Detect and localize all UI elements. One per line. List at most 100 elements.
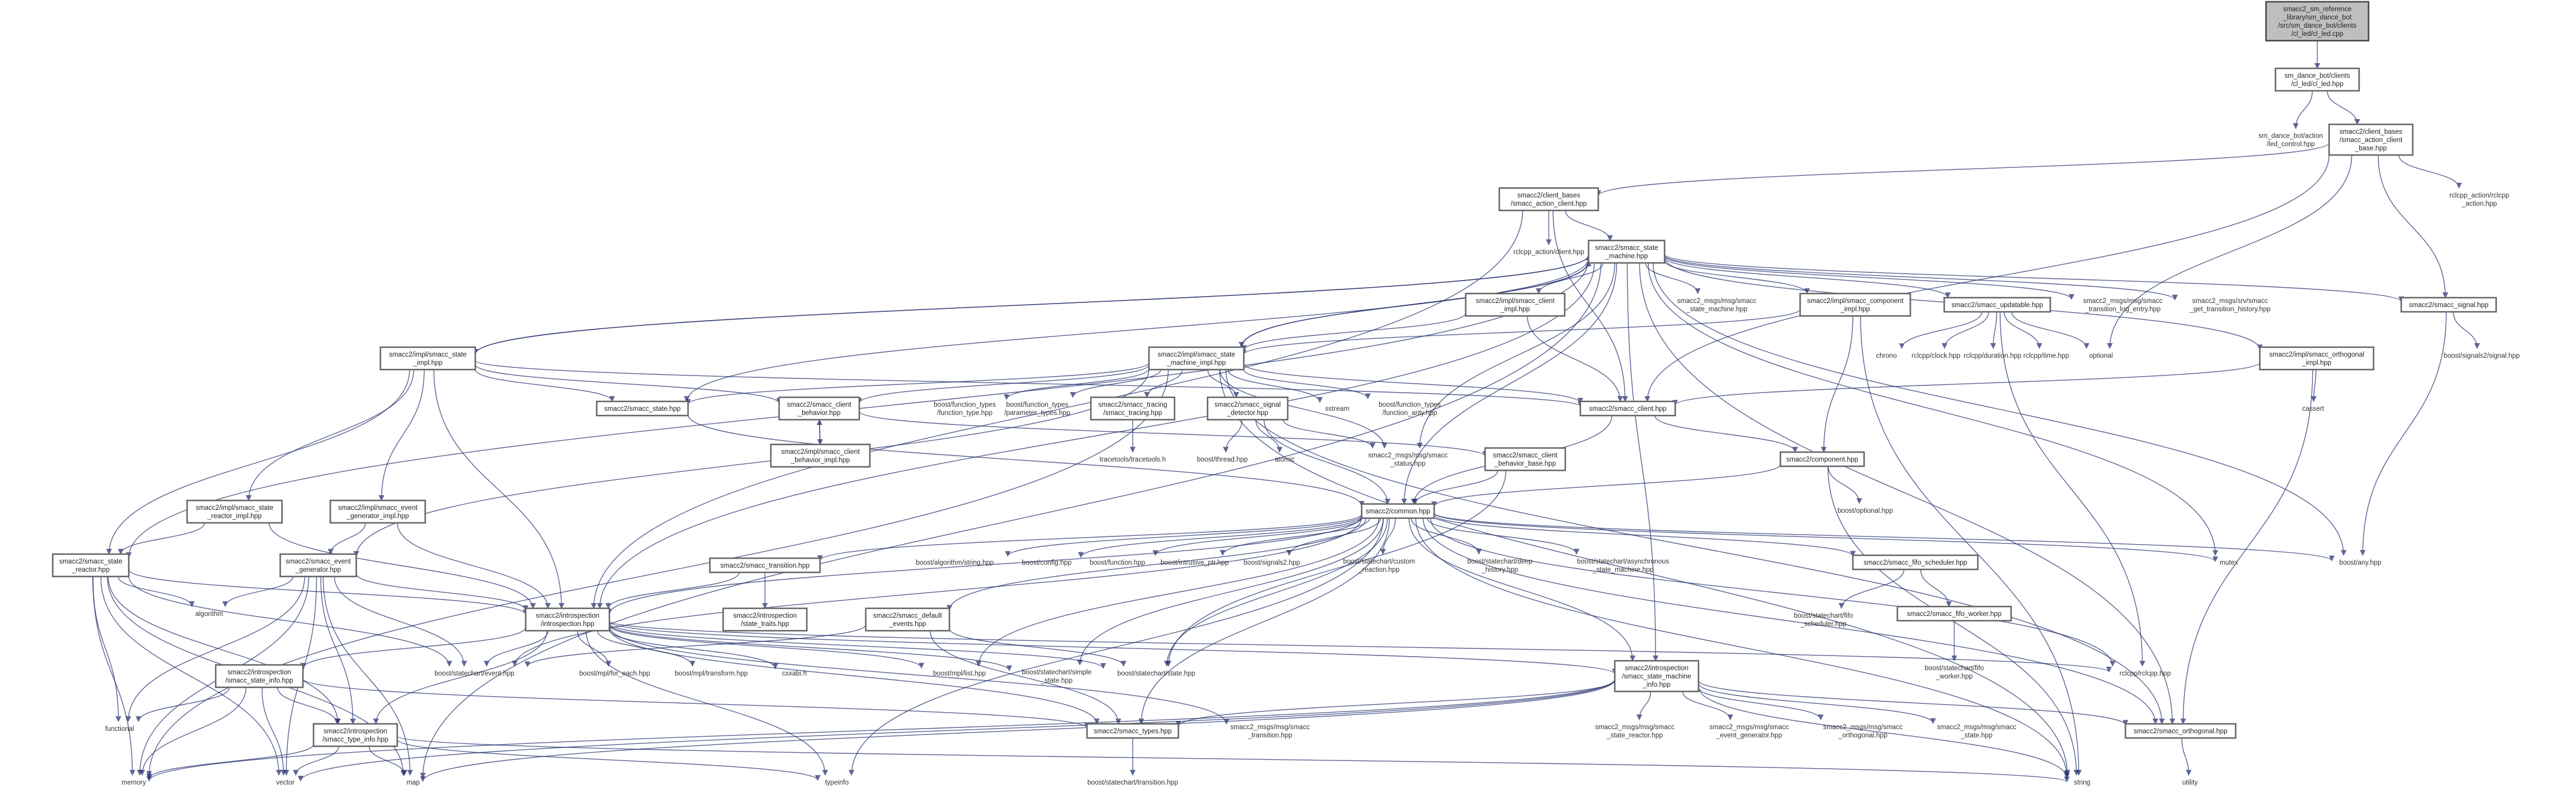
node-signal[interactable]: smacc2/smacc_signal.hpp	[2400, 296, 2497, 313]
node-impl-component-impl[interactable]: smacc2/impl/smacc_component_impl.hpp	[1799, 292, 1911, 317]
node-label-line: smacc2/smacc_state.hpp	[604, 406, 681, 413]
node-fifo-scheduler[interactable]: smacc2/smacc_fifo_scheduler.hpp	[1852, 554, 1979, 571]
edge-event-generator-impl-to-event-generator	[328, 522, 366, 555]
node-smacc-client[interactable]: smacc2/smacc_client.hpp	[1579, 400, 1676, 417]
node-root[interactable]: smacc2_sm_reference_library/sm_dance_bot…	[2265, 1, 2370, 42]
node-label-line: _history.hpp	[1481, 566, 1518, 574]
node-label-line: smacc2/introspection	[227, 669, 291, 676]
edge-action-client-to-state-machine	[1565, 210, 1613, 241]
node-state-info[interactable]: smacc2/introspection/smacc_state_info.hp…	[215, 664, 304, 688]
node-label-line: _info.hpp	[1642, 681, 1670, 688]
edge-state-machine-to-updatable	[1664, 256, 1951, 298]
edge-state-info-to-functional	[136, 687, 230, 722]
edge-action-client-base-to-signal	[2377, 154, 2449, 298]
node-label-line: _scheduler.hpp	[1800, 621, 1846, 628]
node-label-line: smacc2/smacc_signal.hpp	[2409, 302, 2489, 309]
node-box	[1588, 239, 1665, 264]
node-msg-state: smacc2_msgs/msg/smacc_state.hpp	[1937, 724, 2017, 739]
node-state-traits[interactable]: smacc2/introspection/state_traits.hpp	[722, 607, 808, 632]
node-label-line: smacc2/impl/smacc_event	[338, 505, 418, 512]
edge-state-machine-to-boost-any	[1653, 262, 2347, 556]
node-event-generator[interactable]: smacc2/smacc_event_generator.hpp	[279, 553, 357, 578]
node-label-line: smacc2/smacc_signal	[1215, 401, 1281, 408]
node-tracing[interactable]: smacc2/smacc_tracing/smacc_tracing.hpp	[1090, 396, 1176, 421]
node-client-behavior-base[interactable]: smacc2/smacc_client_behavior_base.hpp	[1484, 447, 1566, 472]
edge-component-to-boost-optional	[1828, 466, 1862, 504]
edge-impl-state-machine-impl-to-string	[1219, 369, 2070, 776]
node-action-client[interactable]: smacc2/client_bases/smacc_action_client.…	[1498, 187, 1599, 212]
node-introspection[interactable]: smacc2/introspection/introspection.hpp	[525, 607, 611, 632]
node-label-line: /parameter_types.hpp	[1004, 410, 1070, 417]
edge-impl-state-machine-impl-to-memory	[146, 369, 1169, 777]
node-label-line: smacc2/introspection	[733, 612, 797, 620]
node-impl-state-impl[interactable]: smacc2/impl/smacc_state_impl.hpp	[380, 346, 476, 371]
node-sm-info[interactable]: smacc2/introspection/smacc_state_machine…	[1614, 660, 1700, 693]
node-boost-intrusive-ptr: boost/intrusive_ptr.hpp	[1160, 559, 1229, 566]
node-state-reactor-impl[interactable]: smacc2/impl/smacc_state_reactor_impl.hpp	[186, 499, 283, 524]
edge-updatable-to-optional	[2011, 311, 2090, 349]
edge-event-generator-impl-to-introspection	[397, 522, 551, 609]
edge-common-to-boost-signals2	[1286, 518, 1381, 556]
node-sc-custom-reaction: boost/statechart/custom_reaction.hpp	[1343, 558, 1415, 574]
node-transition[interactable]: smacc2/smacc_transition.hpp	[709, 557, 821, 574]
node-impl-orthogonal-impl[interactable]: smacc2/impl/smacc_orthogonal_impl.hpp	[2259, 346, 2374, 371]
edge-introspection-to-mpl-list	[609, 625, 925, 669]
node-label-line: smacc2_sm_reference	[2283, 6, 2351, 13]
edge-state-machine-to-msg-transition-log	[1664, 255, 2074, 300]
edge-common-to-boost-algorithm-string	[1005, 515, 1363, 557]
edge-updatable-to-rclcpp-clock	[1941, 311, 1990, 349]
edge-signal-detector-to-boost-thread	[1223, 419, 1243, 453]
node-smacc-types[interactable]: smacc2/smacc_types.hpp	[1086, 723, 1179, 739]
node-impl-client-impl[interactable]: smacc2/impl/smacc_client_impl.hpp	[1465, 292, 1566, 317]
node-state-machine[interactable]: smacc2/smacc_state_machine.hpp	[1588, 239, 1665, 264]
edge-state-reactor-to-algorithm	[117, 576, 195, 607]
node-state-reactor[interactable]: smacc2/smacc_state_reactor.hpp	[52, 553, 130, 578]
edge-impl-component-impl-to-string	[1860, 315, 2082, 776]
node-layer: smacc2_sm_reference_library/sm_dance_bot…	[52, 1, 2520, 786]
edge-sm-info-to-msg-event-generator	[1682, 691, 1733, 720]
node-label-line: smacc2/impl/smacc_state	[389, 351, 467, 358]
node-sc-state: boost/statechart/state.hpp	[1117, 670, 1195, 677]
node-fifo-worker[interactable]: smacc2/smacc_fifo_worker.hpp	[1896, 605, 2012, 622]
node-label-line: smacc2/smacc_state	[1595, 245, 1658, 252]
node-box	[329, 499, 426, 524]
edge-introspection-to-smacc-types	[609, 627, 1100, 724]
node-updatable[interactable]: smacc2/smacc_updatable.hpp	[1943, 296, 2051, 313]
node-cl-led[interactable]: sm_dance_bot/clients/cl_led/cl_led.hpp	[2274, 67, 2360, 92]
node-default-events[interactable]: smacc2/smacc_default_events.hpp	[865, 607, 951, 632]
node-impl-state-machine-impl[interactable]: smacc2/impl/smacc_state_machine_impl.hpp	[1148, 346, 1245, 371]
edge-impl-component-impl-to-impl-state-machine-impl	[1241, 309, 1801, 355]
node-label-line: _reaction.hpp	[1358, 566, 1400, 574]
node-bft-function-type: boost/function_types/function_type.hpp	[934, 401, 996, 417]
node-label-line: boost/function_types	[1006, 401, 1068, 408]
edge-type-info-to-map	[368, 746, 408, 776]
edge-state-machine-to-signal	[1664, 253, 2405, 302]
node-event-generator-impl[interactable]: smacc2/impl/smacc_event_generator_impl.h…	[329, 499, 426, 524]
node-smacc-state[interactable]: smacc2/smacc_state.hpp	[596, 400, 689, 417]
node-component[interactable]: smacc2/component.hpp	[1779, 451, 1865, 467]
edge-common-to-mpl-list	[975, 518, 1380, 667]
node-sc-fifo-scheduler: boost/statechart/fifo_scheduler.hpp	[1794, 612, 1853, 628]
node-client-behavior[interactable]: smacc2/smacc_client_behavior.hpp	[778, 396, 860, 421]
node-type-info[interactable]: smacc2/introspection/smacc_type_info.hpp	[312, 723, 398, 747]
node-utility: utility	[2182, 779, 2198, 786]
node-label-line: boost/statechart/event.hpp	[434, 670, 514, 677]
node-box	[865, 607, 951, 632]
node-signal-detector[interactable]: smacc2/smacc_signal_detector.hpp	[1206, 396, 1289, 421]
node-boost-signals2-signal: boost/signals2/signal.hpp	[2443, 352, 2519, 360]
node-label-line: rclcpp/rclcpp.hpp	[2120, 670, 2171, 677]
node-common[interactable]: smacc2/common.hpp	[1361, 503, 1435, 519]
node-label-line: smacc2/client_bases	[1518, 192, 1581, 199]
node-label-line: smacc2/smacc_updatable.hpp	[1951, 302, 2043, 309]
edge-state-reactor-to-vector	[100, 576, 282, 776]
node-action-client-base[interactable]: smacc2/client_bases/smacc_action_client_…	[2328, 123, 2414, 156]
edge-signal-detector-to-msg-status	[1282, 419, 1376, 449]
edge-impl-state-impl-to-introspection	[433, 369, 565, 609]
node-label-line: smacc2/smacc_client	[1493, 452, 1558, 459]
node-label-line: boost/statechart/transition.hpp	[1087, 779, 1178, 786]
node-label-line: /function_type.hpp	[937, 410, 992, 417]
node-impl-client-behavior-impl[interactable]: smacc2/impl/smacc_client_behavior_impl.h…	[770, 443, 871, 468]
node-orthogonal[interactable]: smacc2/smacc_orthogonal.hpp	[2125, 723, 2237, 739]
edge-type-info-to-typeinfo	[397, 739, 821, 781]
node-label-line: _get_transition_history.hpp	[2189, 306, 2270, 313]
